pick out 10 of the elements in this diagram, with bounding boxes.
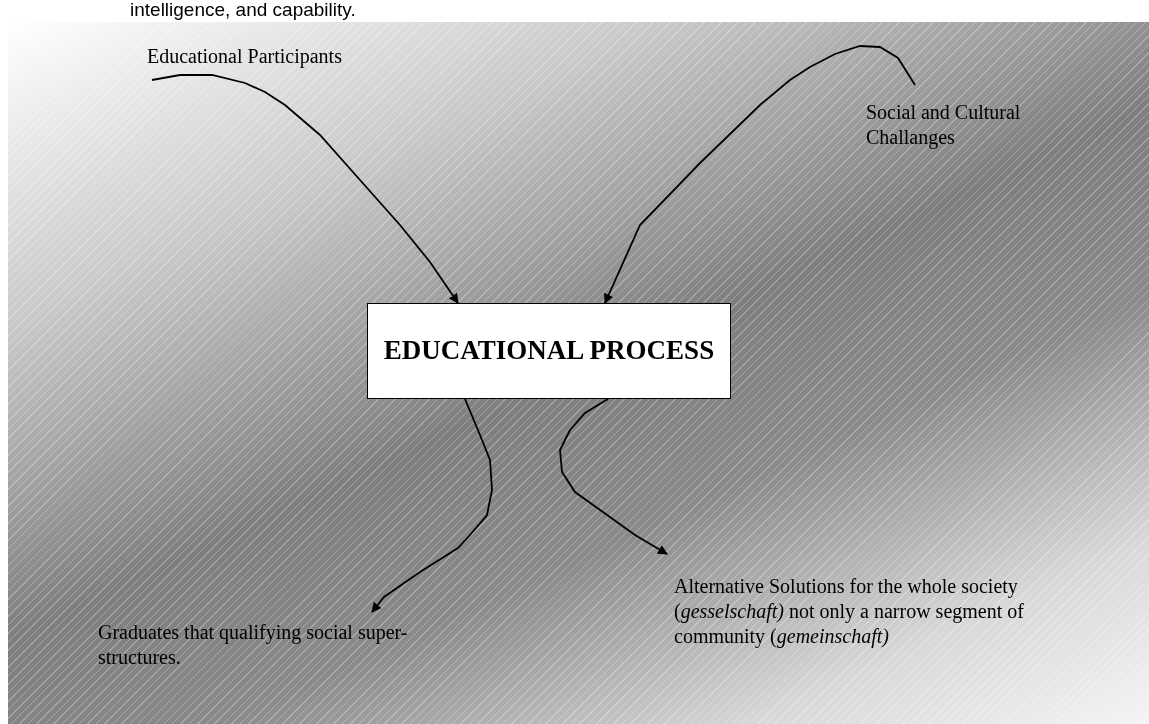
outcome-text: Alternative Solutions for the whole society (gesselschaft) not only a narrow segment of community (gemeinschaft) <box>674 574 1064 649</box>
source-text: Social and Cultural Challanges <box>866 100 1076 150</box>
curved-arrow <box>559 398 668 555</box>
curved-arrow <box>151 74 459 304</box>
curved-arrow <box>371 398 493 613</box>
source-text: Educational Participants <box>147 44 377 69</box>
text-fragment: intelligence, and capability. <box>130 0 356 21</box>
curved-arrow <box>604 45 916 304</box>
process-box: EDUCATIONAL PROCESS <box>367 303 731 399</box>
outcome-text: Graduates that qualifying social super-structures. <box>98 620 458 670</box>
